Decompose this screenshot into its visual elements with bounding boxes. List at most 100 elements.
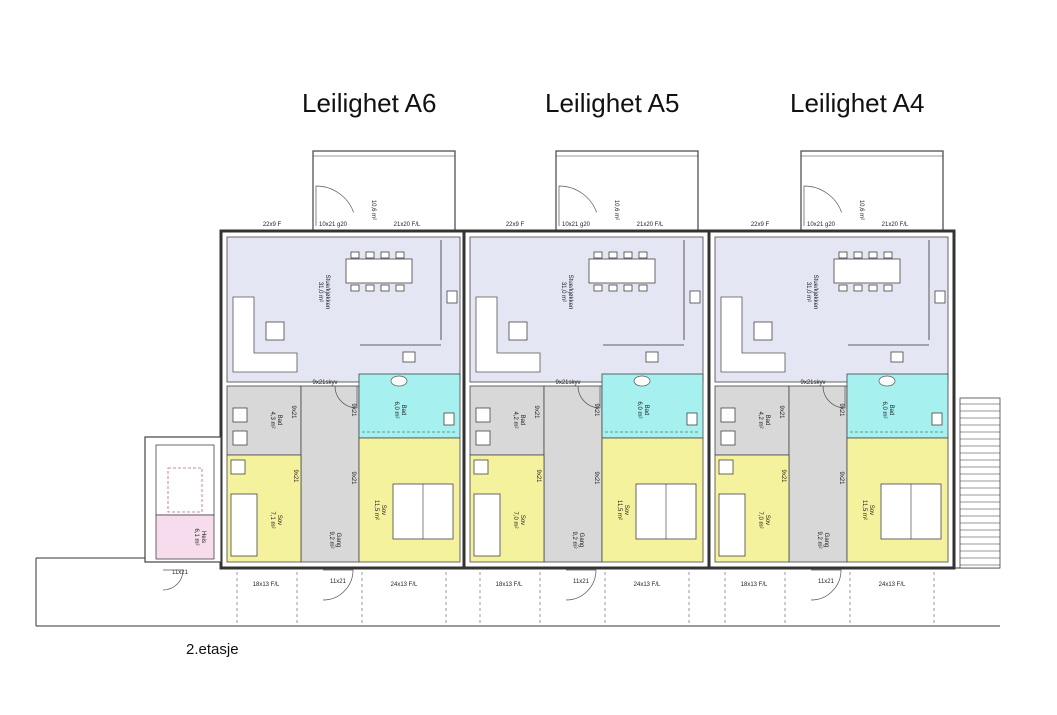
bedroom-small-label-area: 7,1 m² <box>269 511 275 528</box>
chair <box>838 284 848 292</box>
stair-outline <box>959 397 1001 569</box>
storage-label-name: Bad <box>519 415 525 426</box>
single-bed <box>230 493 258 557</box>
chair <box>365 284 375 292</box>
storage-door-label: 9x21 <box>533 405 539 419</box>
sofa <box>720 296 786 373</box>
lift-name: Heis <box>200 531 206 543</box>
floor-label: 2.etasje <box>186 641 239 658</box>
bedroom-small-door-label: 9x21 <box>780 469 786 483</box>
window-label: 24x13 F/L <box>879 582 906 588</box>
chair <box>608 251 618 259</box>
dryer <box>475 430 491 446</box>
kitchen-label-name: Stue/kjøkken <box>567 275 573 310</box>
window-label: 24x13 F/L <box>634 582 661 588</box>
balcony <box>555 150 699 232</box>
bedroom-small-label-area: 7,0 m² <box>512 511 518 528</box>
chair <box>365 251 375 259</box>
hall <box>300 385 360 563</box>
hall-door-arc <box>822 385 846 409</box>
chair <box>380 284 390 292</box>
sink <box>645 351 659 363</box>
lift-car <box>155 514 215 560</box>
window-label: 22x9 F <box>263 222 282 228</box>
toilet <box>931 412 943 426</box>
bath-label-area: 6,0 m² <box>393 401 399 418</box>
bedroom-small-label-name: Sov <box>276 515 282 525</box>
apartment-title-a4: Leilighet A4 <box>790 88 925 118</box>
sofa <box>232 296 298 373</box>
chair <box>883 284 893 292</box>
door-label: 10x21 g20 <box>319 222 348 228</box>
hall-door-arc <box>334 385 358 409</box>
dining-table <box>588 258 656 284</box>
lift-door-label: 11x21 <box>172 570 189 576</box>
kitchen-label-area: 31,0 m² <box>560 282 566 302</box>
dryer <box>232 430 248 446</box>
bath-door-label: 9x21 <box>838 403 844 417</box>
window-label: 22x9 F <box>751 222 770 228</box>
hall <box>543 385 603 563</box>
chair <box>608 284 618 292</box>
lift-well <box>155 444 215 516</box>
bath-label-area: 6,0 m² <box>636 401 642 418</box>
entrance-door-arc <box>810 569 842 601</box>
chair <box>395 251 405 259</box>
bedroom-large-door-label: 9x21 <box>838 471 844 485</box>
entrance-door-arc <box>565 569 597 601</box>
balcony-area-label: 10,6 m² <box>613 200 619 220</box>
sliding-door-label: 9x21skyv <box>800 380 825 386</box>
hall-label-name: Gang <box>823 533 829 548</box>
kitchen-label-area: 31,0 m² <box>317 282 323 302</box>
stove <box>689 290 701 304</box>
coffee-table <box>508 321 528 341</box>
stove <box>446 290 458 304</box>
chair <box>883 251 893 259</box>
bedroom-small-label-area: 7,0 m² <box>757 511 763 528</box>
bedroom-large-label-name: Sov <box>623 505 629 515</box>
dining-table <box>833 258 901 284</box>
chair <box>838 251 848 259</box>
balcony <box>800 150 944 232</box>
storage-door-label: 9x21 <box>778 405 784 419</box>
wardrobe <box>473 459 489 475</box>
dryer <box>720 430 736 446</box>
storage-label-name: Bad <box>764 415 770 426</box>
bedroom-small-door-label: 9x21 <box>535 469 541 483</box>
bedroom-large-door-label: 9x21 <box>350 471 356 485</box>
chair <box>868 284 878 292</box>
bath-door-label: 9x21 <box>593 403 599 417</box>
bath-label-name: Bad <box>643 405 649 416</box>
chair <box>350 251 360 259</box>
hall-label-name: Gang <box>578 533 584 548</box>
storage-label-area: 4,2 m² <box>757 411 763 428</box>
kitchen-label-area: 31,0 m² <box>805 282 811 302</box>
bathroom <box>601 373 704 439</box>
entrance-door-label: 11x21 <box>573 579 590 585</box>
balcony-door-arc <box>315 185 354 226</box>
door-label: 10x21 g20 <box>562 222 591 228</box>
chair <box>350 284 360 292</box>
bath-label-name: Bad <box>888 405 894 416</box>
bedroom-large-label-area: 11,5 m² <box>861 500 867 520</box>
balcony-door-arc <box>803 185 842 226</box>
hall-label-area: 9,2 m² <box>571 531 577 548</box>
lift-door-arc <box>162 569 184 591</box>
chair <box>623 251 633 259</box>
bedroom-large-label-area: 11,5 m² <box>616 500 622 520</box>
bedroom-large-label-name: Sov <box>868 505 874 515</box>
chair <box>623 284 633 292</box>
washbasin <box>633 375 651 387</box>
single-bed <box>473 493 501 557</box>
hall-label-name: Gang <box>335 533 341 548</box>
entrance-door-label: 11x21 <box>330 579 347 585</box>
apartment-title-a6: Leilighet A6 <box>302 88 437 118</box>
chair <box>638 251 648 259</box>
coffee-table <box>265 321 285 341</box>
